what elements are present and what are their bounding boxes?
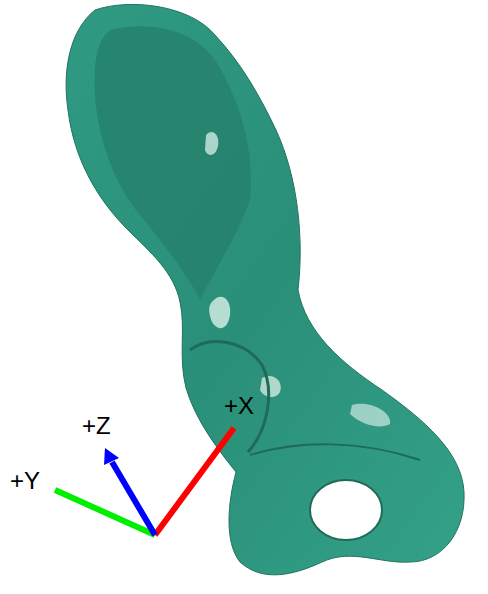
axis-label: +X bbox=[224, 394, 254, 418]
bone-outline bbox=[66, 4, 464, 574]
obturator-foramen bbox=[310, 480, 382, 540]
x-axis bbox=[155, 428, 234, 535]
axis-label: +Y bbox=[10, 469, 40, 493]
highlight bbox=[205, 132, 218, 155]
highlight bbox=[260, 376, 281, 397]
axis-triad bbox=[55, 428, 234, 535]
z-axis bbox=[112, 462, 155, 535]
highlight bbox=[350, 404, 390, 427]
z-arrowhead bbox=[104, 448, 119, 465]
highlight bbox=[209, 297, 230, 328]
iliac-fossa-shade bbox=[95, 26, 251, 300]
axis-label: +Z bbox=[82, 414, 111, 438]
pubic-ridge bbox=[250, 444, 420, 460]
